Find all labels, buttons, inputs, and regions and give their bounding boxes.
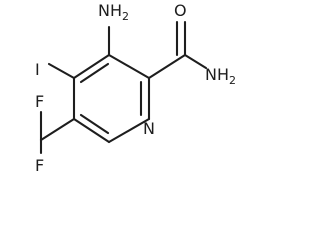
molecule-structure: NH2 I O NH2 N F F (35, 1, 236, 175)
bond-c3-c2 (107, 53, 151, 80)
bond-c4-c3 (72, 53, 111, 80)
bond-c6-c5-inner (79, 113, 110, 135)
ring-nitrogen-label: N (143, 119, 155, 138)
carbonyl-oxygen-label: O (174, 1, 187, 20)
bond-c6-c5 (72, 117, 111, 144)
iodine-label: I (35, 60, 40, 79)
structure-canvas: NH2 I O NH2 N F F (35, 1, 236, 175)
bond-n1-c6 (107, 117, 151, 144)
fluorine-top-label: F (35, 92, 44, 111)
amino-group-label: NH2 (98, 1, 129, 23)
bond-c4-c3-inner (79, 62, 110, 84)
bond-c4-i (47, 62, 76, 80)
bond-c5-cf2 (39, 117, 76, 142)
bond-carbonyl-nh2 (183, 53, 208, 70)
amide-group-label: NH2 (205, 65, 236, 87)
bond-c2-carbonyl (147, 53, 187, 80)
fluorine-bottom-label: F (35, 156, 44, 175)
